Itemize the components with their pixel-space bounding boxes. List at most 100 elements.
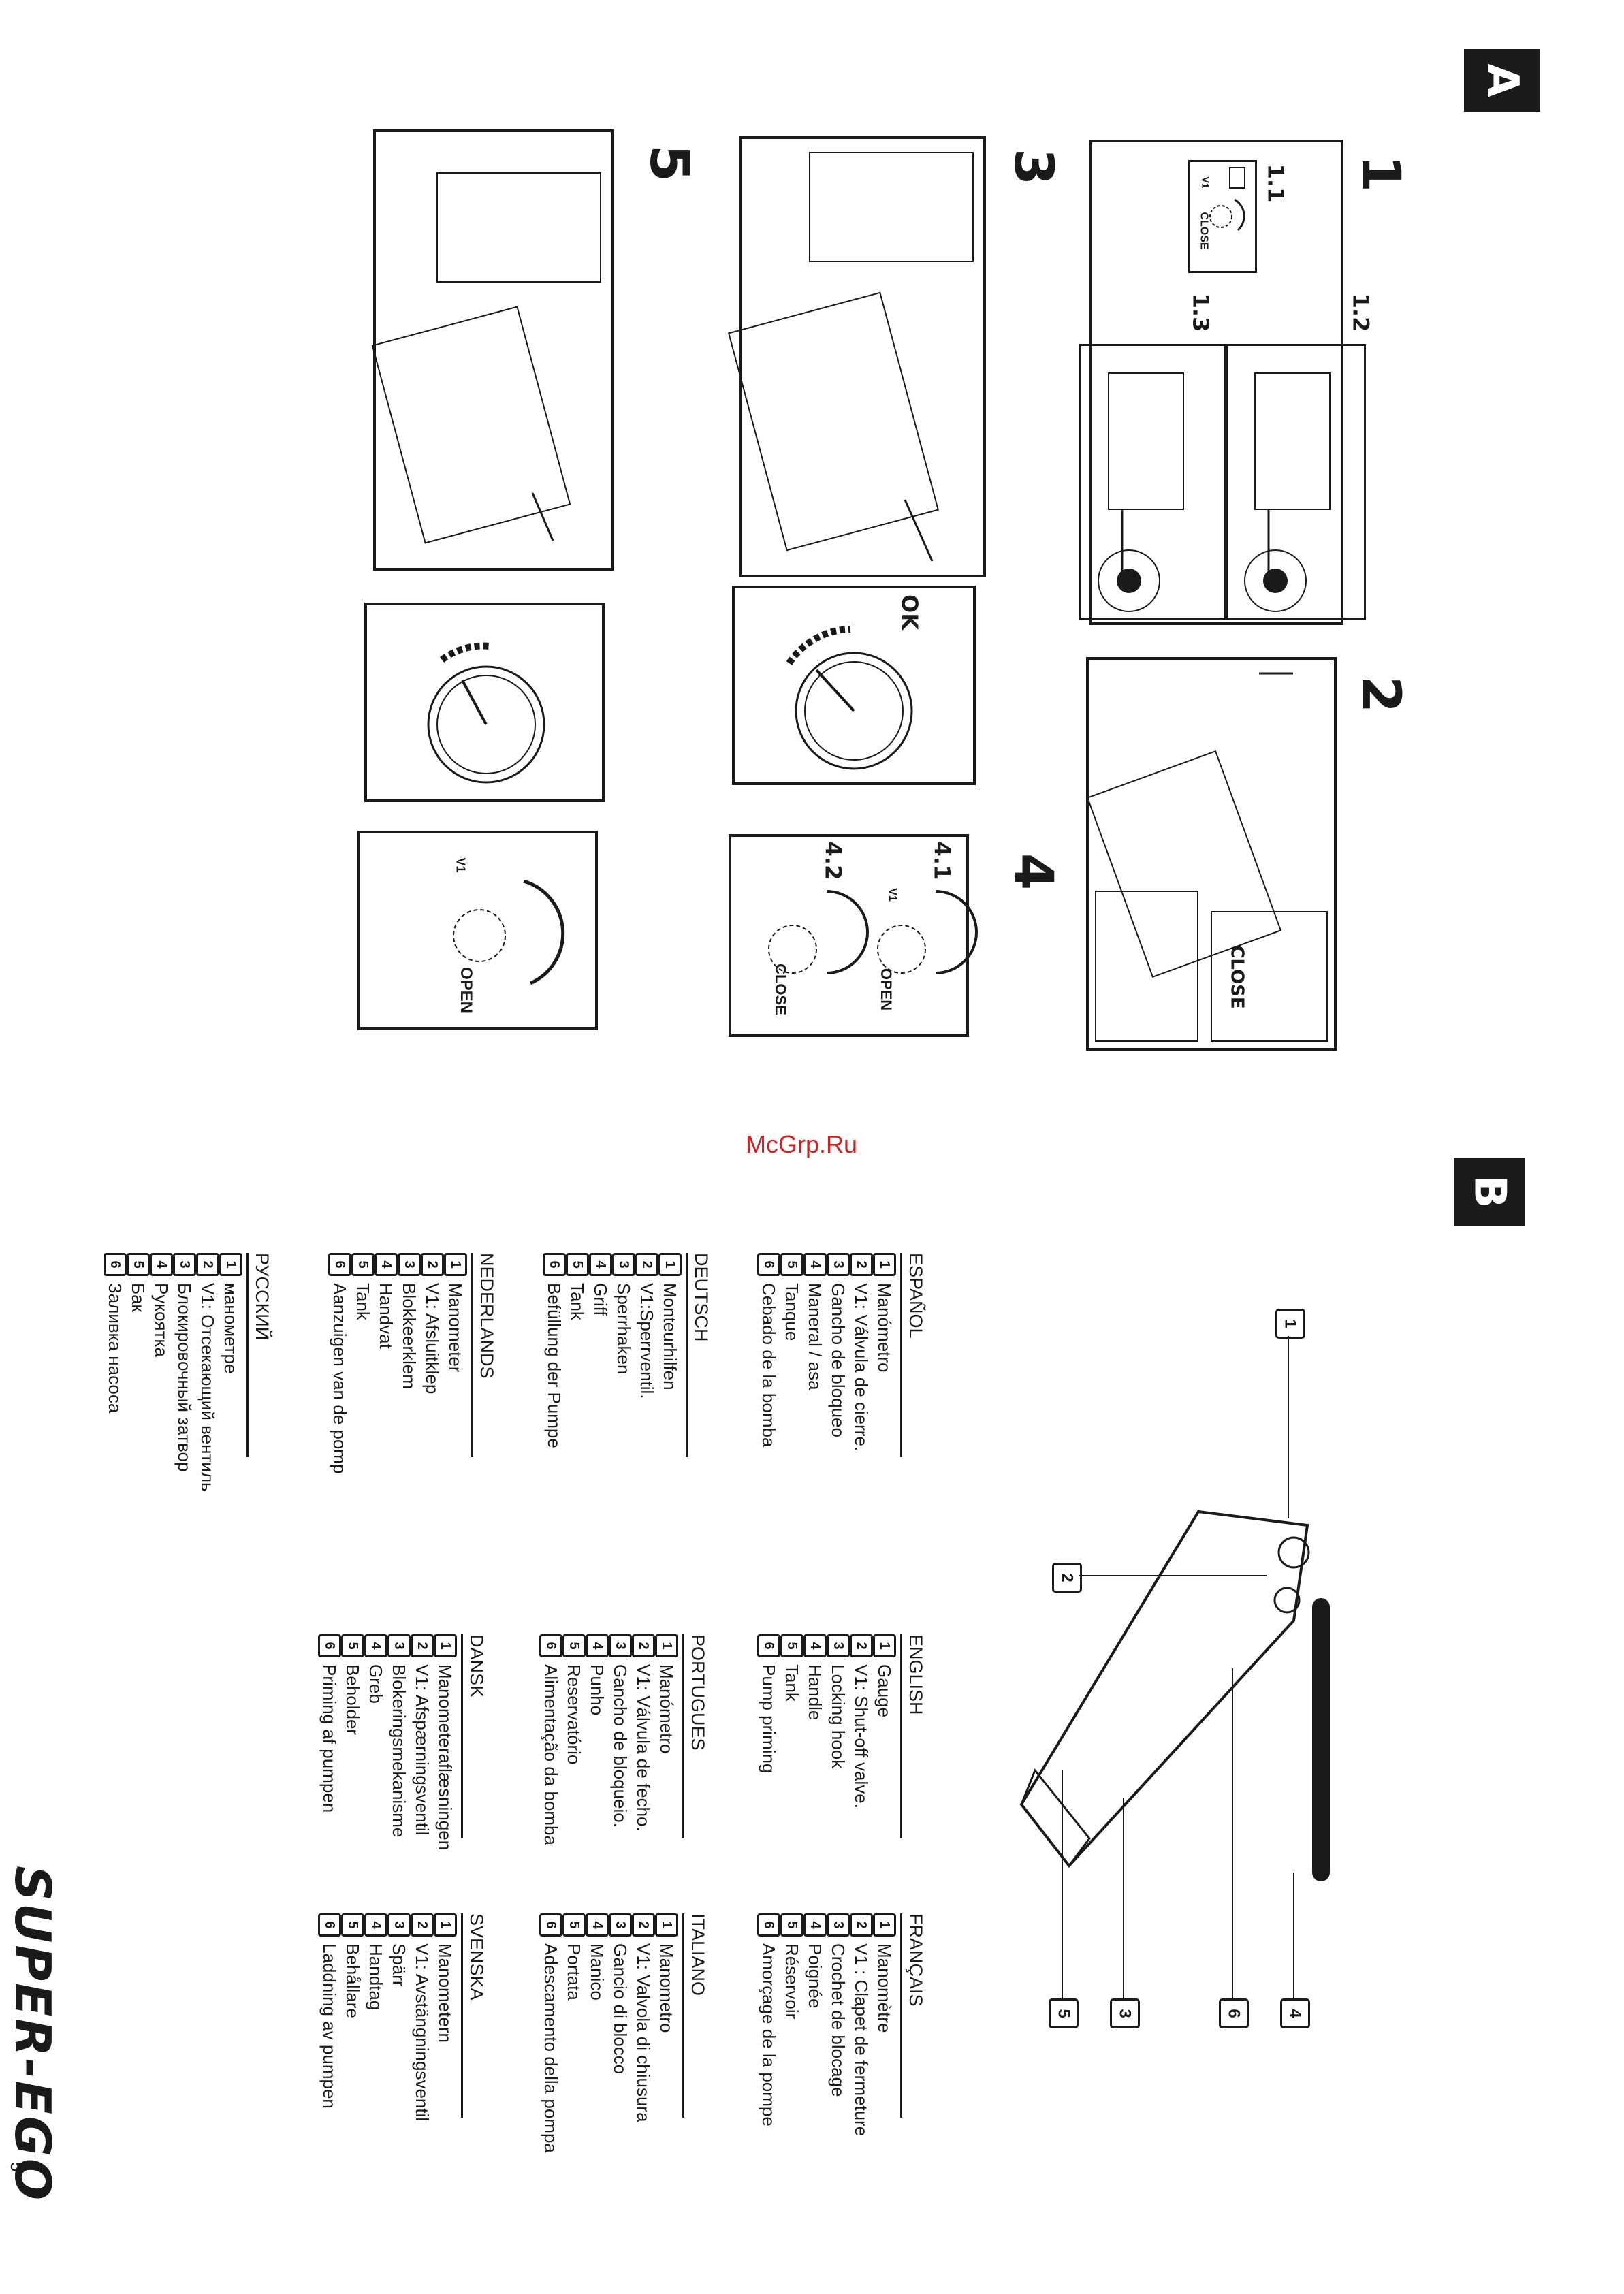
step-4-panel: [729, 834, 978, 1037]
step-5-panel: [371, 129, 614, 571]
section-b-pump-illustration: [1008, 1484, 1348, 1881]
step-3-gauge-panel: [732, 586, 976, 785]
step-1-3-image: [1079, 344, 1226, 620]
brand-logo: SUPER-EGO: [4, 1866, 61, 2203]
callout-2: 2: [1052, 1563, 1082, 1593]
step-1-1-valve-box: [1188, 160, 1257, 273]
gauge-icon: [427, 642, 545, 784]
step-3-panel: [727, 136, 986, 577]
step-5-valve-panel: [357, 831, 598, 1030]
step-1-2-image: [1226, 344, 1366, 620]
valve-open-icon: [453, 879, 565, 985]
valve-open-close-icon: [768, 890, 978, 974]
gauge-icon: [786, 626, 913, 770]
pump-illustration-icon: [727, 152, 974, 562]
section-b-label: B: [1454, 1158, 1525, 1226]
callout-6: 6: [1219, 1998, 1249, 2028]
callout-3: 3: [1110, 1998, 1140, 2028]
pump-sketch-icon: [1098, 372, 1184, 612]
pump-sketch-icon: [1244, 372, 1331, 612]
watermark: McGrp.Ru: [746, 1130, 858, 1158]
pump-illustration-icon: [1019, 1510, 1330, 1881]
pump-illustration-icon: [1086, 672, 1328, 1042]
section-a-label: A: [1464, 49, 1540, 112]
page-number: 5: [7, 2162, 27, 2172]
step-1-panel: [1089, 140, 1343, 625]
callout-1: 1: [1275, 1309, 1305, 1339]
callout-5: 5: [1049, 1998, 1079, 2028]
step-5-gauge-panel: [364, 603, 605, 802]
step-2-panel: [1086, 657, 1337, 1051]
